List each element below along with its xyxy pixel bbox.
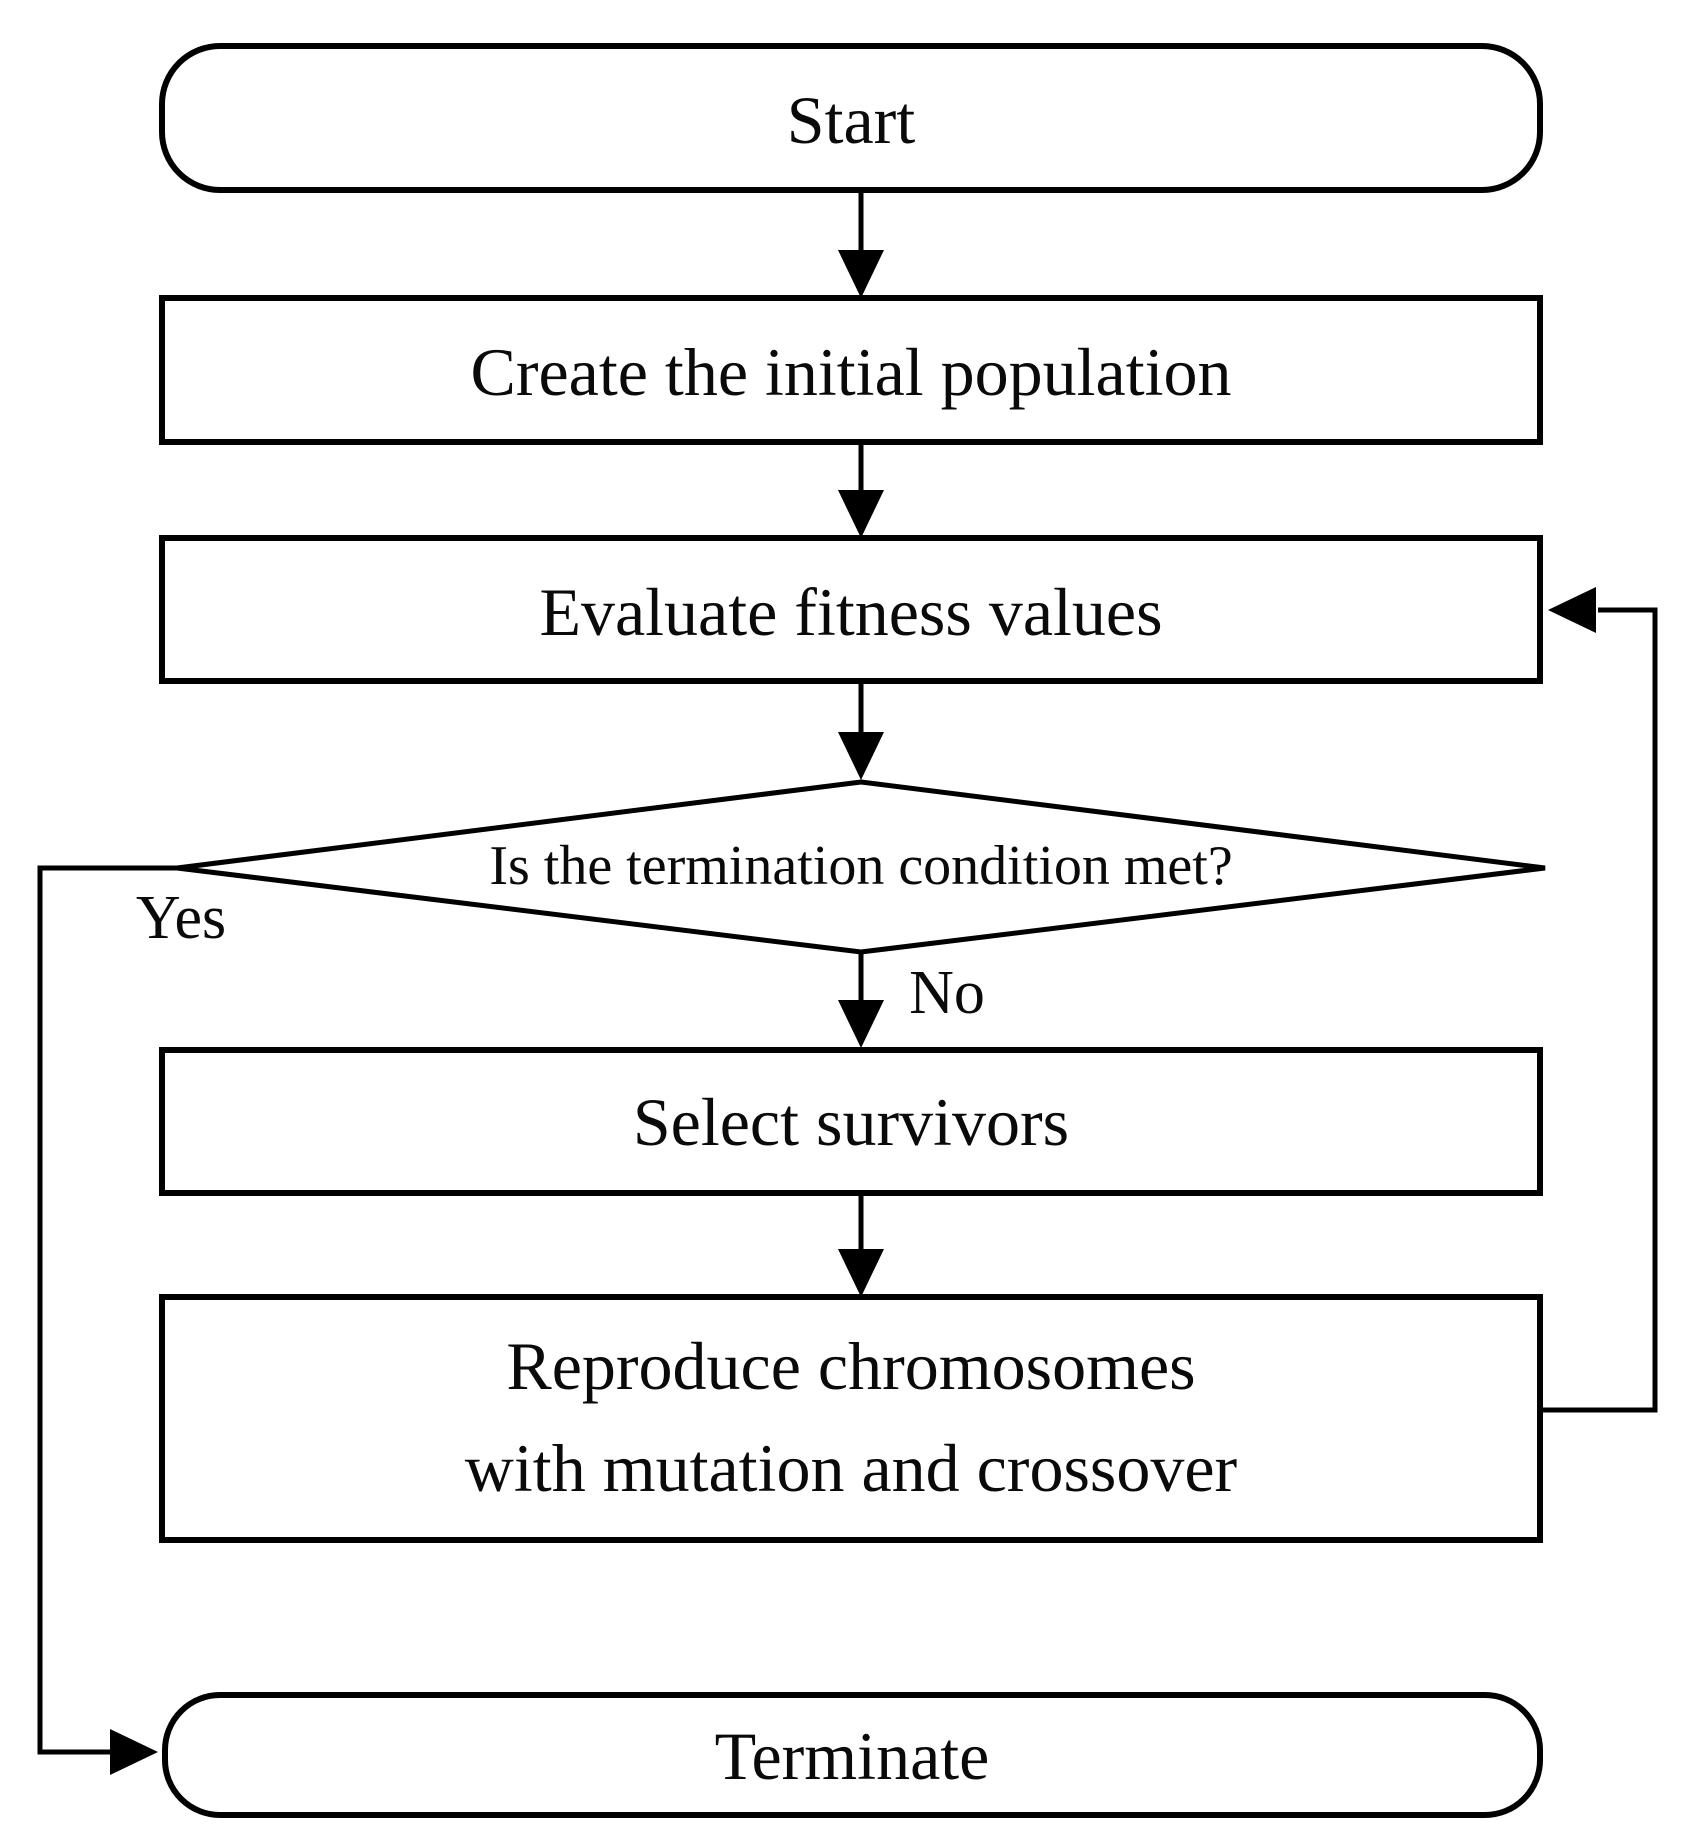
arrow-evaluate-to-decision [838, 681, 884, 780]
edge-no-to-select-head [838, 1000, 884, 1048]
arrow-start-to-create [838, 190, 884, 298]
edge-no-to-select: No [838, 952, 985, 1048]
start-node-shape [159, 43, 1543, 193]
reproduce-node: Reproduce chromosomes with mutation and … [159, 1294, 1543, 1543]
arrow-create-to-evaluate [838, 442, 884, 538]
select-survivors-node: Select survivors [159, 1047, 1543, 1196]
select-survivors-node-shape [159, 1047, 1543, 1196]
arrow-select-to-reproduce [838, 1193, 884, 1297]
termination-check-node-label: Is the termination condition met? [489, 835, 1232, 897]
edge-loop-line [1540, 607, 1658, 1413]
edge-loop-head [1548, 587, 1596, 633]
start-node-label: Start [787, 82, 916, 158]
edge-yes-to-terminate-line [37, 865, 177, 1755]
termination-check-node: Is the termination condition met? [176, 779, 1546, 955]
reproduce-node-shape [159, 1294, 1543, 1543]
create-population-node-shape [159, 295, 1543, 445]
evaluate-fitness-node-shape [159, 535, 1543, 684]
reproduce-node-label-line1: Reproduce chromosomes [506, 1328, 1195, 1404]
no-edge-label: No [909, 959, 985, 1027]
arrow-create-to-evaluate-head [838, 490, 884, 538]
evaluate-fitness-node-label: Evaluate fitness values [539, 574, 1162, 650]
edge-yes-to-terminate-head [110, 1729, 158, 1775]
select-survivors-node-label: Select survivors [633, 1084, 1069, 1160]
arrow-evaluate-to-decision-head [838, 732, 884, 780]
terminate-node: Terminate [162, 1692, 1543, 1818]
terminate-node-label: Terminate [715, 1718, 990, 1794]
yes-edge-label: Yes [136, 884, 226, 952]
evaluate-fitness-node: Evaluate fitness values [159, 535, 1543, 684]
start-node: Start [159, 43, 1543, 193]
create-population-node: Create the initial population [159, 295, 1543, 445]
edge-yes-to-terminate: Yes [37, 865, 226, 1775]
arrow-select-to-reproduce-head [838, 1249, 884, 1297]
create-population-node-label: Create the initial population [470, 334, 1231, 410]
terminate-node-shape [162, 1692, 1543, 1818]
arrow-start-to-create-head [838, 250, 884, 298]
edge-loop-reproduce-to-evaluate [1540, 587, 1658, 1413]
reproduce-node-label-line2: with mutation and crossover [465, 1430, 1238, 1506]
